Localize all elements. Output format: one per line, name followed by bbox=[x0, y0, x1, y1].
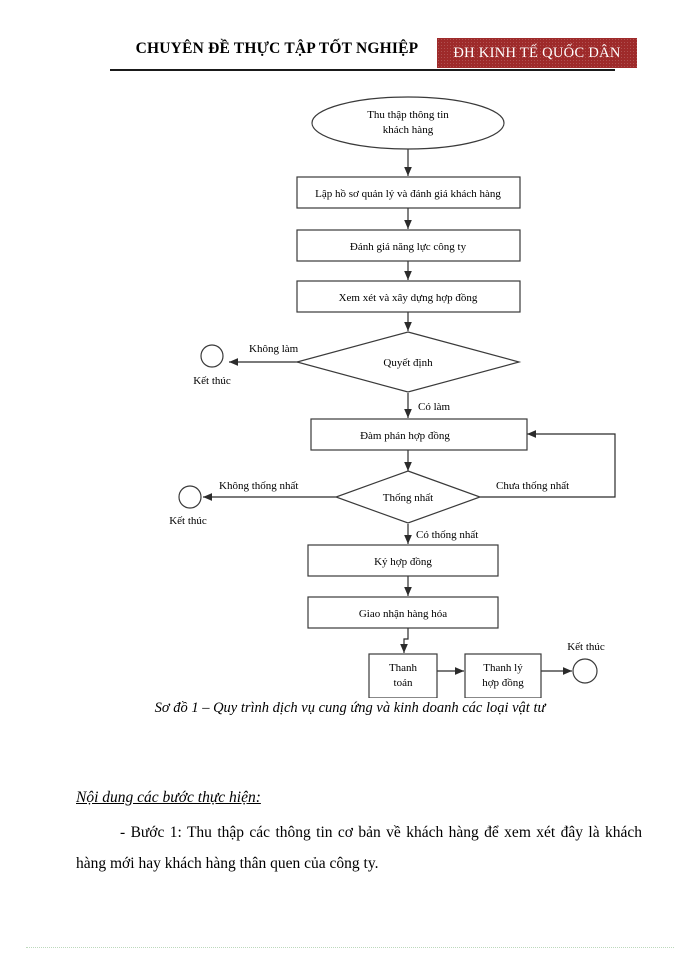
node-agreement bbox=[334, 470, 482, 524]
page-title: CHUYÊN ĐỀ THỰC TẬP TỐT NGHIỆP bbox=[135, 40, 419, 57]
paragraph-step-1: - Bước 1: Thu thập các thông tin cơ bản … bbox=[76, 824, 642, 872]
node-start-label-line2: khách hàng bbox=[383, 124, 434, 136]
node-contract-build bbox=[296, 280, 521, 313]
terminator-end-decision bbox=[200, 344, 224, 368]
connector-delivery-to-payment bbox=[400, 628, 409, 653]
node-sign bbox=[307, 544, 499, 577]
section-heading: Nội dung các bước thực hiện: bbox=[76, 789, 261, 806]
footer-divider bbox=[26, 947, 674, 948]
node-capacity bbox=[296, 229, 521, 262]
node-negotiate bbox=[310, 418, 528, 451]
figure-caption: Sơ đồ 1 – Quy trình dịch vụ cung ứng và … bbox=[154, 700, 546, 716]
connector-agreement-loopback bbox=[480, 430, 616, 498]
edge-label-agreed: Có thống nhất bbox=[416, 529, 478, 541]
node-delivery-label: Giao nhận hàng hóa bbox=[359, 608, 447, 620]
edge-label-not-yet-agreed: Chưa thống nhất bbox=[496, 480, 569, 492]
terminator-end-decision-label: Kết thúc bbox=[193, 375, 231, 387]
node-liquidate-label-line1: Thanh lý bbox=[483, 662, 523, 674]
node-payment bbox=[368, 653, 438, 698]
edge-label-yes-deal: Có làm bbox=[418, 401, 451, 413]
body-content: Nội dung các bước thực hiện: - Bước 1: T… bbox=[76, 782, 642, 879]
node-liquidate bbox=[464, 653, 542, 698]
node-decision bbox=[294, 331, 522, 393]
node-negotiate-label: Đàm phán hợp đồng bbox=[360, 430, 450, 442]
node-liquidate-label-line2: hợp đồng bbox=[482, 677, 524, 689]
node-sign-label: Ký hợp đồng bbox=[374, 556, 432, 568]
edge-label-no-deal: Không làm bbox=[249, 343, 299, 355]
node-start-label-line1: Thu thập thông tin bbox=[367, 109, 449, 121]
node-decision-label: Quyết định bbox=[383, 357, 433, 369]
university-badge: ĐH KINH TẾ QUỐC DÂN bbox=[437, 38, 637, 68]
header-divider bbox=[110, 69, 615, 71]
terminator-end-agreement-label: Kết thúc bbox=[169, 515, 207, 527]
node-payment-label-line2: toán bbox=[394, 677, 413, 689]
edge-label-not-agreed: Không thống nhất bbox=[219, 480, 298, 492]
node-profile-label: Lập hồ sơ quản lý và đánh giá khách hàng bbox=[315, 188, 501, 200]
node-profile bbox=[296, 176, 521, 209]
node-start bbox=[311, 96, 505, 150]
node-payment-label-line1: Thanh bbox=[389, 662, 418, 674]
process-flowchart: Thu thập thông tin khách hàng Lập hồ sơ … bbox=[0, 88, 700, 698]
terminator-end-agreement bbox=[178, 485, 202, 509]
page-header: CHUYÊN ĐỀ THỰC TẬP TỐT NGHIỆP ĐH KINH TẾ… bbox=[0, 0, 700, 80]
node-capacity-label: Đánh giá năng lực công ty bbox=[350, 241, 467, 253]
terminator-end-final-label: Kết thúc bbox=[567, 641, 605, 653]
node-delivery bbox=[307, 596, 499, 629]
node-contract-build-label: Xem xét và xây dựng hợp đồng bbox=[339, 292, 478, 304]
terminator-end-final bbox=[572, 658, 598, 684]
node-agreement-label: Thống nhất bbox=[383, 492, 433, 504]
